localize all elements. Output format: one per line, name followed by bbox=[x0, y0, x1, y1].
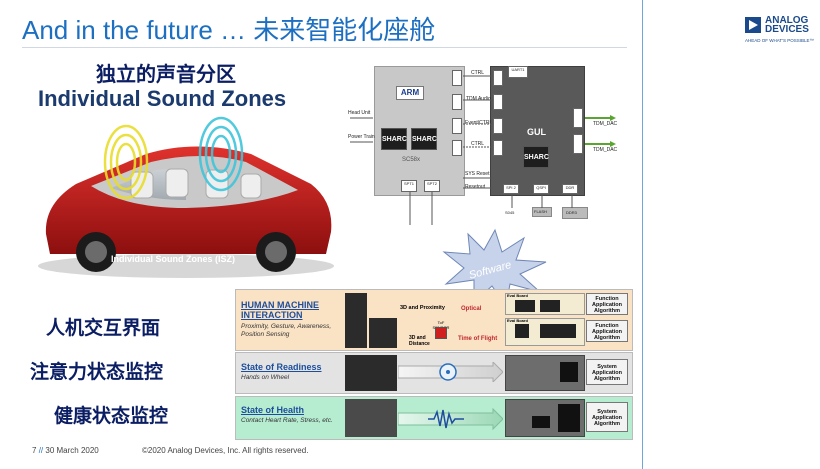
pin-soc-1 bbox=[452, 70, 462, 86]
hmi-tof: Time of Flight bbox=[458, 336, 498, 342]
tof-sensor-label: ToF SENSOR bbox=[433, 320, 450, 330]
event-ctrl-label: Event/CTRL bbox=[465, 120, 493, 126]
health-chip-2 bbox=[558, 404, 580, 432]
readiness-title: State of Readiness bbox=[241, 362, 322, 372]
logo-tagline: AHEAD OF WHAT'S POSSIBLE™ bbox=[745, 38, 815, 43]
pin-gul-3 bbox=[493, 118, 503, 134]
hmi-title: HUMAN MACHINE INTERACTION bbox=[241, 300, 319, 320]
sharc-chip-2: SHARC bbox=[411, 128, 437, 150]
hmi-photo-1 bbox=[345, 293, 367, 348]
car-sound-zone-image: Individual Sound Zones (ISZ) bbox=[36, 114, 336, 279]
eeprom-label: S045 bbox=[505, 210, 515, 215]
function-algorithm-2: Function Application Algorithm bbox=[586, 320, 628, 342]
readiness-subtitle: Hands on Wheel bbox=[241, 374, 290, 381]
page-number: 7 bbox=[32, 446, 37, 455]
eval-chip-2 bbox=[540, 300, 560, 312]
pin-sport1: SPT1 bbox=[401, 180, 417, 192]
logo-text-line2: DEVICES bbox=[765, 24, 809, 35]
footer-page: 7 // 30 March 2020 bbox=[32, 446, 99, 455]
resetout-label: Resetout bbox=[465, 184, 486, 190]
readiness-arrow bbox=[398, 362, 503, 382]
pin-sport2: SPT2 bbox=[424, 180, 440, 192]
hmi-photo-2 bbox=[369, 318, 397, 348]
footer-date: 30 March 2020 bbox=[45, 446, 99, 455]
title-divider bbox=[22, 47, 627, 48]
pin-gul-right-2 bbox=[573, 134, 583, 154]
pin-gul-1 bbox=[493, 70, 503, 86]
sys-reset-label: SYS Reset bbox=[465, 171, 490, 177]
eval-chip-4 bbox=[540, 324, 576, 338]
pin-gul-2 bbox=[493, 94, 503, 110]
ddr3-label: DDR3 bbox=[566, 210, 577, 215]
feature-hmi-cn: 人机交互界面 bbox=[46, 317, 161, 339]
hmi-proximity: 3D and Proximity bbox=[400, 305, 445, 311]
readiness-chip bbox=[560, 362, 578, 382]
ctrl2-label: CTRL bbox=[471, 141, 485, 147]
health-title: State of Health bbox=[241, 405, 305, 415]
soc-name: SC58x bbox=[402, 157, 421, 163]
steering-photo bbox=[345, 355, 397, 391]
hmi-subtitle: Proximity, Gesture, Awareness, Position … bbox=[241, 323, 332, 338]
readiness-algorithm: System Application Algorithm bbox=[586, 359, 628, 385]
tdm-audio-label: TDM Audio bbox=[466, 96, 491, 102]
head-unit-label: Head Unit bbox=[348, 110, 371, 116]
footer-separator-icon: // bbox=[38, 446, 44, 455]
sharc-chip-1: SHARC bbox=[381, 128, 407, 150]
eval-chip-3 bbox=[515, 324, 529, 338]
pin-gul-4 bbox=[493, 140, 503, 156]
feature-attention-cn: 注意力状态监控 bbox=[30, 361, 164, 383]
tdm-dac-label-1: TDM_DAC bbox=[593, 121, 618, 127]
car-label: Individual Sound Zones (ISZ) bbox=[111, 254, 235, 264]
footer-copyright: ©2020 Analog Devices, Inc. All rights re… bbox=[142, 446, 309, 455]
feature-health-cn: 健康状态监控 bbox=[54, 405, 169, 427]
health-arrow bbox=[398, 407, 503, 431]
gul-name: GUL bbox=[527, 127, 546, 137]
hmi-distance: 3D and Distance bbox=[409, 335, 430, 347]
arm-core-label: ARM bbox=[396, 86, 424, 100]
power-train-label: Power Train bbox=[348, 134, 375, 140]
analog-devices-logo: ANALOG DEVICES AHEAD OF WHAT'S POSSIBLE™ bbox=[745, 15, 817, 51]
health-chip-1 bbox=[532, 416, 550, 428]
logo-text-line1: ANALOG bbox=[765, 15, 809, 26]
health-algorithm: System Application Algorithm bbox=[586, 402, 628, 432]
readiness-board bbox=[505, 355, 585, 391]
pin-gul-right-1 bbox=[573, 108, 583, 128]
logo-triangle-icon bbox=[745, 17, 761, 33]
pin-soc-2 bbox=[452, 94, 462, 110]
health-photo bbox=[345, 399, 397, 437]
pin-uart: UART1 bbox=[508, 66, 528, 78]
vertical-divider bbox=[642, 0, 643, 469]
zones-title-cn: 独立的声音分区 bbox=[96, 62, 236, 86]
gul-block bbox=[490, 66, 585, 196]
pin-qspi: QSPI bbox=[533, 184, 549, 194]
eval-board-label-2: Eval Board bbox=[507, 318, 528, 323]
pin-spi2: SPI 2 bbox=[503, 184, 519, 194]
health-subtitle: Contact Heart Rate, Stress, etc. bbox=[241, 417, 333, 424]
pin-ddr: DDR bbox=[562, 184, 578, 194]
eval-board-label-1: Eval Board bbox=[507, 293, 528, 298]
ddr3-chip bbox=[562, 207, 588, 219]
flash-label: FLASH bbox=[534, 209, 547, 214]
slide-title: And in the future … 未来智能化座舱 bbox=[22, 15, 436, 45]
pin-soc-3 bbox=[452, 118, 462, 134]
software-starburst: Software bbox=[442, 228, 547, 308]
zones-title-en: Individual Sound Zones bbox=[38, 86, 287, 111]
pin-soc-4 bbox=[452, 140, 462, 156]
diagram-connectors bbox=[350, 75, 616, 225]
tof-sensor-icon bbox=[435, 327, 447, 339]
sharc-chip-3: SHARC bbox=[523, 146, 549, 168]
eval-chip-1 bbox=[515, 300, 535, 312]
ctrl-label: CTRL bbox=[471, 70, 485, 76]
tdm-dac-label-2: TDM_DAC bbox=[593, 147, 618, 153]
function-algorithm-1: Function Application Algorithm bbox=[586, 293, 628, 315]
hmi-optical: Optical bbox=[461, 306, 482, 312]
